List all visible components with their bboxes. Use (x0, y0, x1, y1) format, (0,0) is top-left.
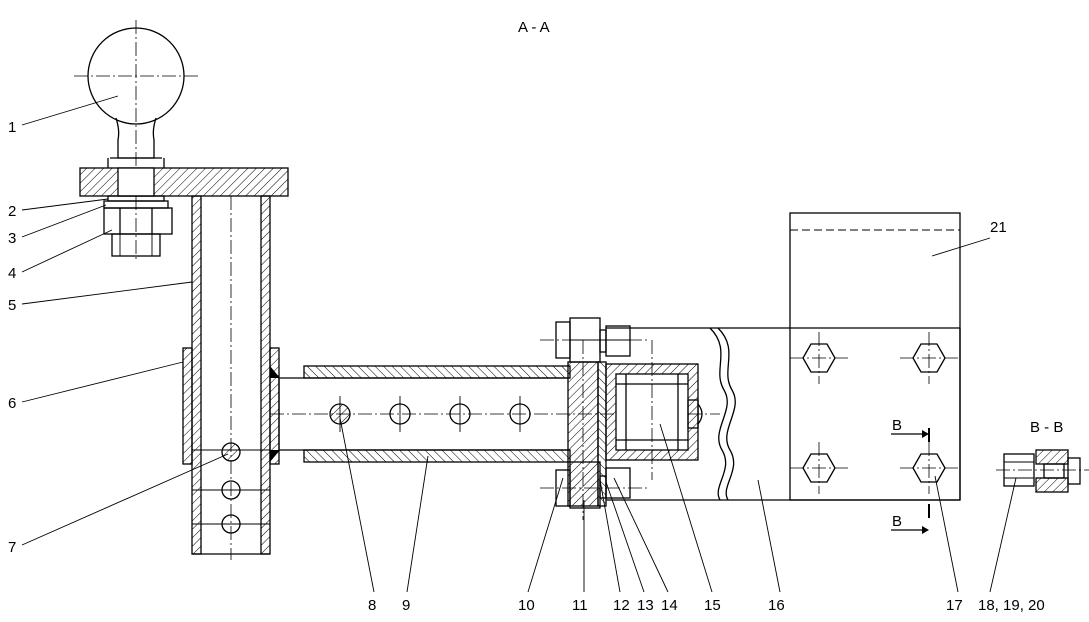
callout-16: 16 (768, 597, 785, 614)
callout-17: 17 (946, 597, 963, 614)
bolt-heads (790, 332, 960, 494)
callout-3: 3 (8, 230, 16, 247)
callout-10: 10 (518, 597, 535, 614)
bracket (605, 340, 703, 480)
callout-6: 6 (8, 395, 16, 412)
bolted-joint (540, 317, 650, 520)
section-title: A - A (518, 19, 550, 36)
callout-9: 9 (402, 597, 410, 614)
callout-15: 15 (704, 597, 721, 614)
callout-13: 13 (637, 597, 654, 614)
horizontal-tube (270, 365, 720, 463)
callout-numbers: 1 2 3 4 5 6 7 8 9 10 11 12 13 14 15 16 1… (8, 119, 1045, 614)
tow-ball (74, 20, 200, 262)
callout-7: 7 (8, 539, 16, 556)
callout-5: 5 (8, 297, 16, 314)
callout-4: 4 (8, 265, 16, 282)
nut-stack (103, 195, 173, 257)
side-plate (789, 212, 961, 501)
mounting-plate (79, 167, 289, 197)
callout-14: 14 (661, 597, 678, 614)
callout-18-19-20: 18, 19, 20 (978, 597, 1045, 614)
section-mark-b-top: B (892, 417, 902, 434)
callout-11: 11 (572, 597, 588, 614)
callout-8: 8 (368, 597, 376, 614)
section-marker-b: B B (891, 417, 930, 534)
leader-lines (21, 95, 1017, 593)
callout-21: 21 (990, 219, 1007, 236)
vertical-tube (182, 195, 280, 560)
detail-b-b: B - B (996, 419, 1089, 493)
callout-1: 1 (8, 119, 16, 136)
callout-2: 2 (8, 203, 16, 220)
detail-title: B - B (1030, 419, 1063, 436)
callout-12: 12 (613, 597, 630, 614)
section-mark-b-bottom: B (892, 513, 902, 530)
